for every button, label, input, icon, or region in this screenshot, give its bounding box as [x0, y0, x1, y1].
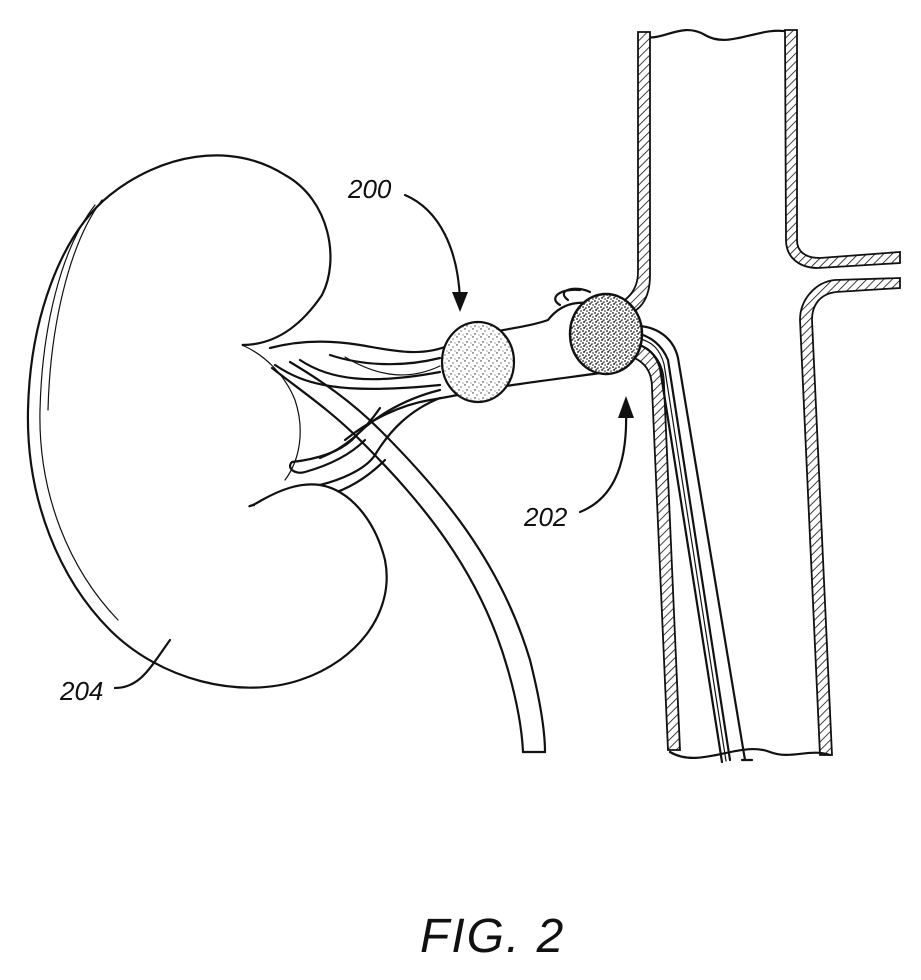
leader-202	[580, 396, 634, 512]
figure-caption: FIG. 2	[420, 910, 565, 963]
catheter	[632, 326, 752, 762]
device-200-sphere	[442, 322, 514, 402]
label-204: 204	[59, 676, 103, 706]
aorta-vessel	[606, 30, 900, 758]
leader-200	[405, 195, 468, 312]
label-200: 200	[347, 174, 392, 204]
kidney	[28, 155, 387, 687]
device-202-sphere	[570, 294, 642, 374]
label-202: 202	[523, 502, 568, 532]
